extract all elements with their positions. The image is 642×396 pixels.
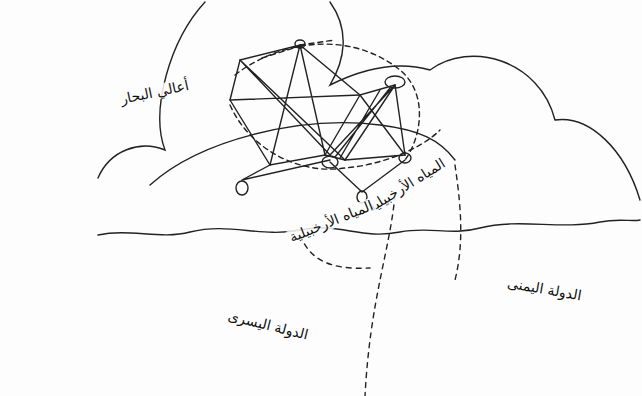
region-label: المياه الأرخبيلية <box>363 155 450 217</box>
region-label: الدولة اليمنى <box>504 275 584 304</box>
region-label: المياه الأرخبيلية <box>285 197 377 246</box>
region-label: الدولة اليسرى <box>224 308 311 344</box>
region-label: أعالي البحار <box>117 78 192 108</box>
